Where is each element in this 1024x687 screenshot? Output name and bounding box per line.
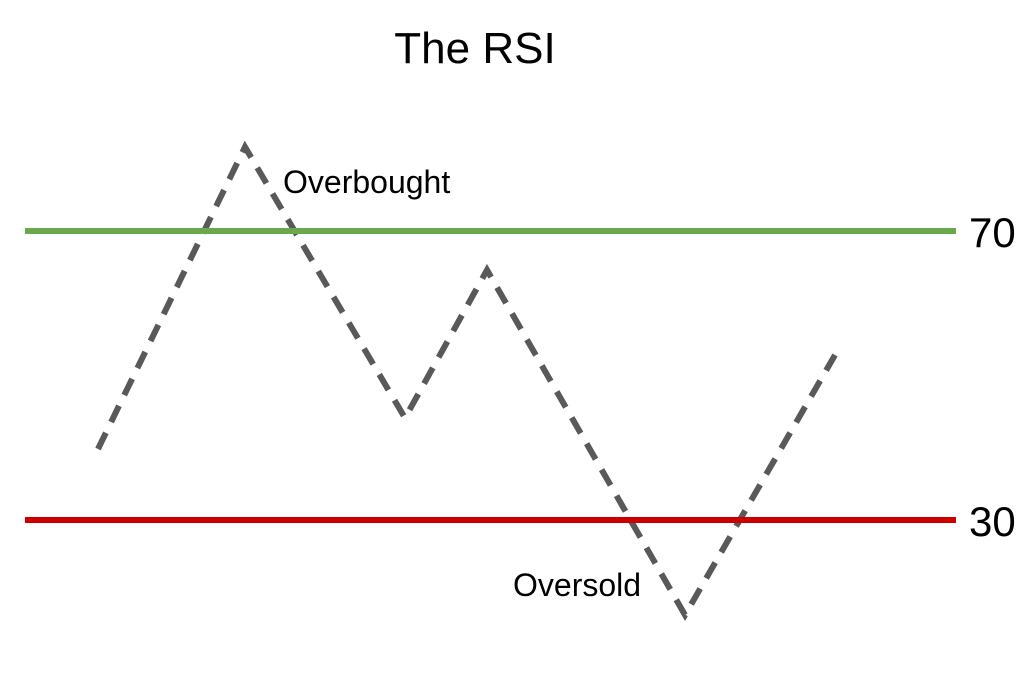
oversold-annotation: Oversold — [513, 567, 641, 603]
level-30-tick-label: 30 — [969, 498, 1016, 545]
chart-title: The RSI — [394, 24, 555, 73]
overbought-annotation: Overbought — [283, 164, 450, 200]
level-70-tick-label: 70 — [969, 209, 1016, 256]
rsi-series-line — [95, 140, 838, 622]
